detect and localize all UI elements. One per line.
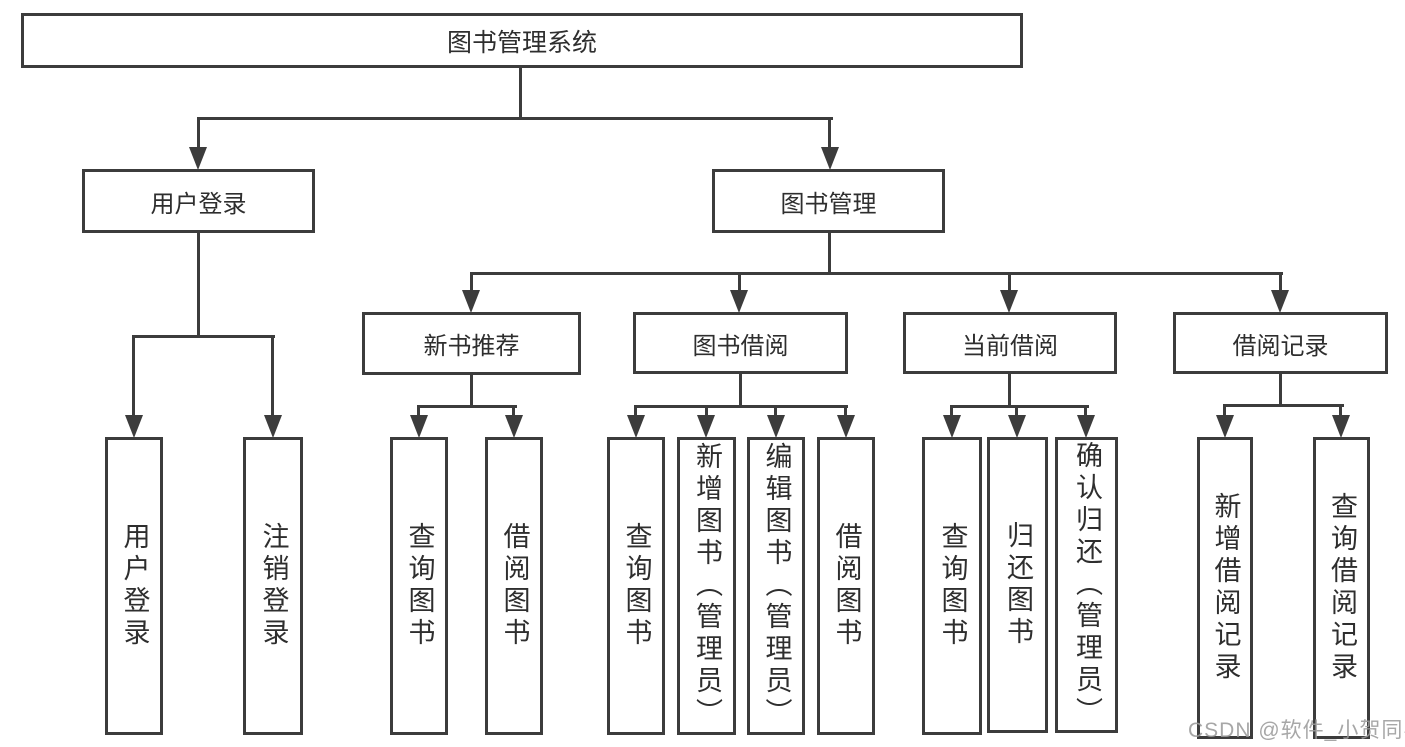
connector-line [739,374,742,408]
leaf-label: 查询借阅记录 [1327,492,1357,684]
leaf-query-books-current: 查询图书 [922,437,982,735]
arrowhead [767,415,785,438]
connector-line [132,335,135,417]
node-new-book-recommend: 新书推荐 [362,312,581,375]
connector-line [634,405,637,418]
node-label: 当前借阅 [962,332,1058,360]
connector-line [950,405,1089,408]
leaf-label: 用户登录 [119,522,150,650]
leaf-add-books-admin: 新增图书（管理员） [677,437,736,735]
connector-line [634,405,848,408]
node-user-login: 用户登录 [82,169,315,233]
connector-line [417,405,517,408]
node-current-borrowing: 当前借阅 [903,312,1117,374]
connector-line [470,272,1283,275]
leaf-label: 新增借阅记录 [1210,492,1241,684]
node-borrow-records: 借阅记录 [1173,312,1388,374]
connector-line [197,117,200,149]
connector-line [738,272,741,292]
arrowhead [410,415,428,438]
connector-line [271,335,274,417]
node-label: 用户登录 [150,190,247,218]
connector-line [197,117,833,120]
leaf-return-books: 归还图书 [987,437,1048,733]
arrowhead [1077,415,1095,438]
arrowhead [821,147,839,170]
arrowhead [264,415,282,438]
leaf-query-books-recommend: 查询图书 [390,437,448,735]
arrowhead [1271,290,1289,313]
csdn-watermark: CSDN @软件_小贺同学 [1188,719,1405,742]
leaf-label: 借阅图书 [831,522,862,650]
leaf-label: 查询图书 [621,522,652,650]
connector-line [512,405,515,418]
leaf-borrow-books-recommend: 借阅图书 [485,437,543,735]
node-library-system: 图书管理系统 [21,13,1023,68]
arrowhead [1008,415,1026,438]
leaf-label: 确认归还（管理员） [1072,441,1102,729]
leaf-add-borrow-record: 新增借阅记录 [1197,437,1253,739]
arrowhead [1000,290,1018,313]
arrowhead [697,415,715,438]
connector-line [1339,404,1342,418]
leaf-query-books-borrowing: 查询图书 [607,437,665,735]
connector-line [1008,272,1011,292]
connector-line [197,233,200,338]
connector-line [1223,404,1344,407]
arrowhead [730,290,748,313]
connector-line [705,405,708,418]
arrowhead [462,290,480,313]
arrowhead [1216,415,1234,438]
connector-line [828,117,831,149]
leaf-query-borrow-record: 查询借阅记录 [1313,437,1370,739]
connector-line [950,405,953,418]
connector-line [417,405,420,418]
arrowhead [189,147,207,170]
node-label: 图书管理 [780,190,877,218]
connector-line [774,405,777,418]
connector-line [470,375,473,408]
leaf-label: 借阅图书 [499,522,530,650]
leaf-logout: 注销登录 [243,437,303,735]
arrowhead [505,415,523,438]
connector-line [1279,272,1282,292]
leaf-confirm-return-admin: 确认归还（管理员） [1055,437,1118,733]
connector-line [519,68,522,119]
connector-line [132,335,275,338]
leaf-label: 注销登录 [258,522,289,650]
connector-line [844,405,847,418]
node-label: 借阅记录 [1232,332,1329,360]
node-label: 图书借阅 [692,332,789,360]
leaf-edit-books-admin: 编辑图书（管理员） [747,437,805,735]
arrowhead [1332,415,1350,438]
connector-line [1223,404,1226,418]
arrowhead [837,415,855,438]
leaf-label: 查询图书 [937,522,968,650]
arrowhead [627,415,645,438]
node-book-borrowing: 图书借阅 [633,312,848,374]
arrowhead [125,415,143,438]
node-book-management: 图书管理 [712,169,945,233]
leaf-label: 归还图书 [1003,521,1033,649]
leaf-label: 新增图书（管理员） [692,442,722,730]
connector-line [1084,405,1087,418]
connector-line [1015,405,1018,418]
connector-line [1279,374,1282,407]
leaf-borrow-books: 借阅图书 [817,437,875,735]
arrowhead [943,415,961,438]
leaf-user-login: 用户登录 [105,437,163,735]
connector-line [828,233,831,275]
connector-line [470,272,473,292]
leaf-label: 编辑图书（管理员） [761,442,792,730]
leaf-label: 查询图书 [404,522,435,650]
node-label: 新书推荐 [423,333,520,360]
node-label: 图书管理系统 [446,28,597,57]
connector-line [1008,374,1011,408]
